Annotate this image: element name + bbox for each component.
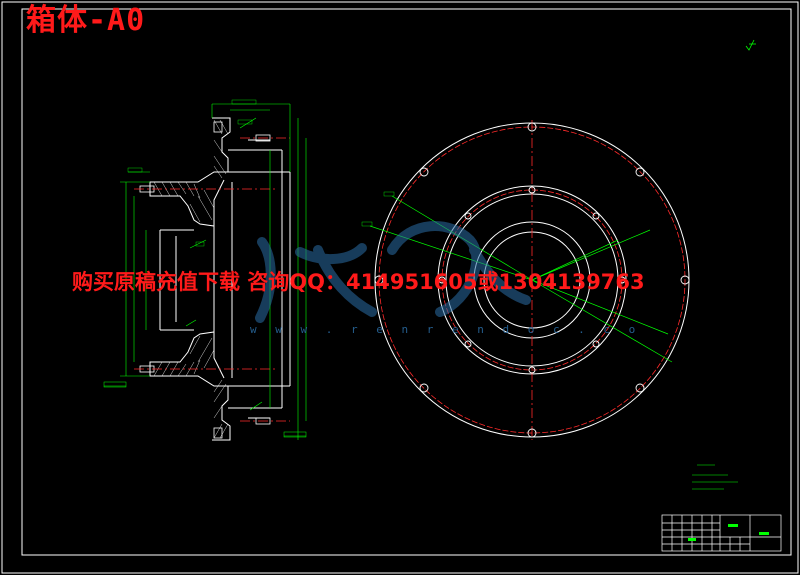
- promo-banner: 购买原稿充值下载 咨询QQ：414951605或1304139763: [72, 270, 645, 294]
- watermark-logo: [255, 221, 531, 323]
- roughness-symbol: [745, 39, 756, 51]
- section-view: [103, 99, 307, 441]
- watermark-text: w w w . r e n r e n d o c . c o: [250, 323, 642, 336]
- inner-border: [21, 8, 792, 556]
- front-view: [361, 120, 690, 440]
- drawing-title: 箱体-A0: [26, 3, 146, 38]
- title-block: [661, 514, 782, 552]
- technical-notes: [692, 464, 738, 490]
